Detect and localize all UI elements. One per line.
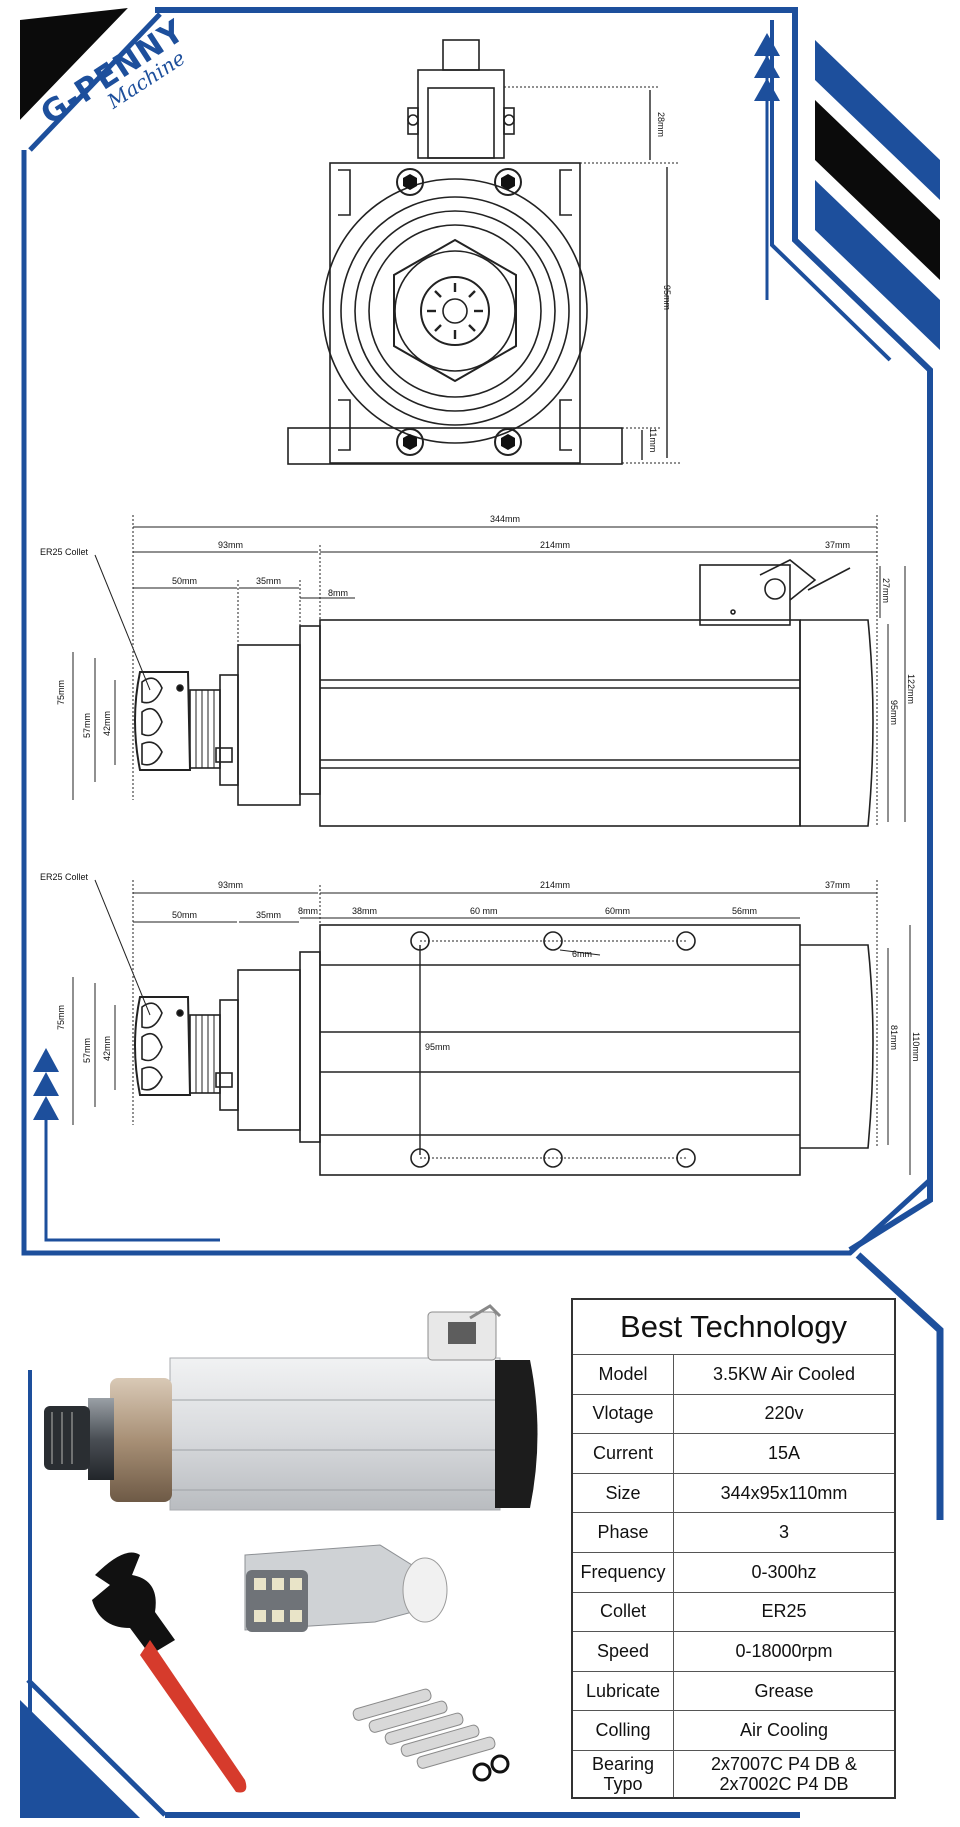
bottom-view-dimensions	[72, 879, 911, 1175]
dim-label: 50mm	[172, 910, 197, 920]
spec-label: Collet	[571, 1591, 674, 1633]
spec-value: 3.5KW Air Cooled	[673, 1354, 896, 1395]
dim-label: 95mm	[889, 700, 899, 725]
spec-value: Grease	[673, 1670, 896, 1712]
collet-label: ER25 Collet	[40, 872, 89, 882]
spec-value: 3	[673, 1512, 896, 1553]
side-view-drawing	[134, 559, 874, 827]
spec-label-line: Typo	[603, 1773, 643, 1794]
spec-label: Size	[571, 1472, 674, 1514]
dim-label: 93mm	[218, 880, 243, 890]
spec-value: 2x7007C P4 DB &2x7002C P4 DB	[673, 1749, 896, 1799]
bottom-view-drawing	[134, 924, 874, 1176]
bottom-view-dim-labels: ER25 Collet 93mm 214mm 37mm 50mm 35mm 8m…	[40, 872, 921, 1063]
dim-label: 42mm	[102, 1036, 112, 1061]
dim-label: 50mm	[172, 576, 197, 586]
dim-label: 81mm	[889, 1025, 899, 1050]
spec-label: Model	[571, 1354, 674, 1395]
dim-label: 95mm	[662, 285, 672, 310]
dim-label: 37mm	[825, 880, 850, 890]
spec-value-line: 2x7002C P4 DB	[719, 1773, 849, 1794]
collet-label: ER25 Collet	[40, 547, 89, 557]
dim-label: 42mm	[102, 711, 112, 736]
spec-title: Best Technology	[571, 1298, 896, 1355]
spec-value: 344x95x110mm	[673, 1472, 896, 1514]
connector-photo	[244, 1544, 448, 1632]
frame-decoration	[20, 7, 944, 1818]
dim-label: 75mm	[56, 680, 66, 705]
dim-label: 95mm	[425, 1042, 450, 1052]
spindle-photo	[44, 1304, 538, 1511]
spec-label: Current	[571, 1433, 674, 1474]
dim-label: 75mm	[56, 1005, 66, 1030]
dim-label: 93mm	[218, 540, 243, 550]
dim-label: 28mm	[656, 112, 666, 137]
spec-value: ER25	[673, 1591, 896, 1633]
dim-label: 35mm	[256, 576, 281, 586]
pins-photo	[352, 1688, 510, 1782]
front-view-dim-labels: 28mm 95mm 11mm	[648, 112, 672, 452]
wrench-photo	[92, 1552, 247, 1793]
dim-label: 56mm	[732, 906, 757, 916]
spec-label: Speed	[571, 1631, 674, 1672]
dim-label: 8mm	[328, 588, 348, 598]
dim-label: 122mm	[906, 674, 916, 704]
dim-label: 8mm	[298, 906, 318, 916]
spec-label: Lubricate	[571, 1670, 674, 1712]
spec-value: 0-300hz	[673, 1551, 896, 1593]
dim-label: 6mm	[572, 949, 592, 959]
dim-label: 344mm	[490, 514, 520, 524]
spec-label: Frequency	[571, 1551, 674, 1593]
spec-value-line: 2x7007C P4 DB &	[710, 1753, 858, 1774]
dim-label: 27mm	[881, 578, 891, 603]
spec-label: Vlotage	[571, 1393, 674, 1435]
side-view-dimensions	[72, 515, 906, 826]
dim-label: 60 mm	[470, 906, 498, 916]
dim-label: 214mm	[540, 880, 570, 890]
dim-label: 38mm	[352, 906, 377, 916]
triangle-icon	[33, 1048, 220, 1242]
dim-label: 57mm	[82, 713, 92, 738]
dim-label: 60mm	[605, 906, 630, 916]
spec-value: Air Cooling	[673, 1710, 896, 1751]
side-view-dim-labels: ER25 Collet 344mm 93mm 214mm 37mm 50mm 3…	[40, 514, 916, 738]
spec-value: 0-18000rpm	[673, 1631, 896, 1672]
spec-value: 15A	[673, 1433, 896, 1474]
spec-label-line: Bearing	[591, 1753, 655, 1774]
dim-label: 214mm	[540, 540, 570, 550]
spec-label: Colling	[571, 1710, 674, 1751]
spec-value: 220v	[673, 1393, 896, 1435]
dim-label: 11mm	[648, 428, 658, 452]
dim-label: 57mm	[82, 1038, 92, 1063]
dim-label: 110mm	[911, 1032, 921, 1061]
dim-label: 37mm	[825, 540, 850, 550]
triangle-icon	[754, 33, 780, 300]
dim-label: 35mm	[256, 910, 281, 920]
front-view-drawing	[287, 39, 680, 465]
spec-label: Phase	[571, 1512, 674, 1553]
